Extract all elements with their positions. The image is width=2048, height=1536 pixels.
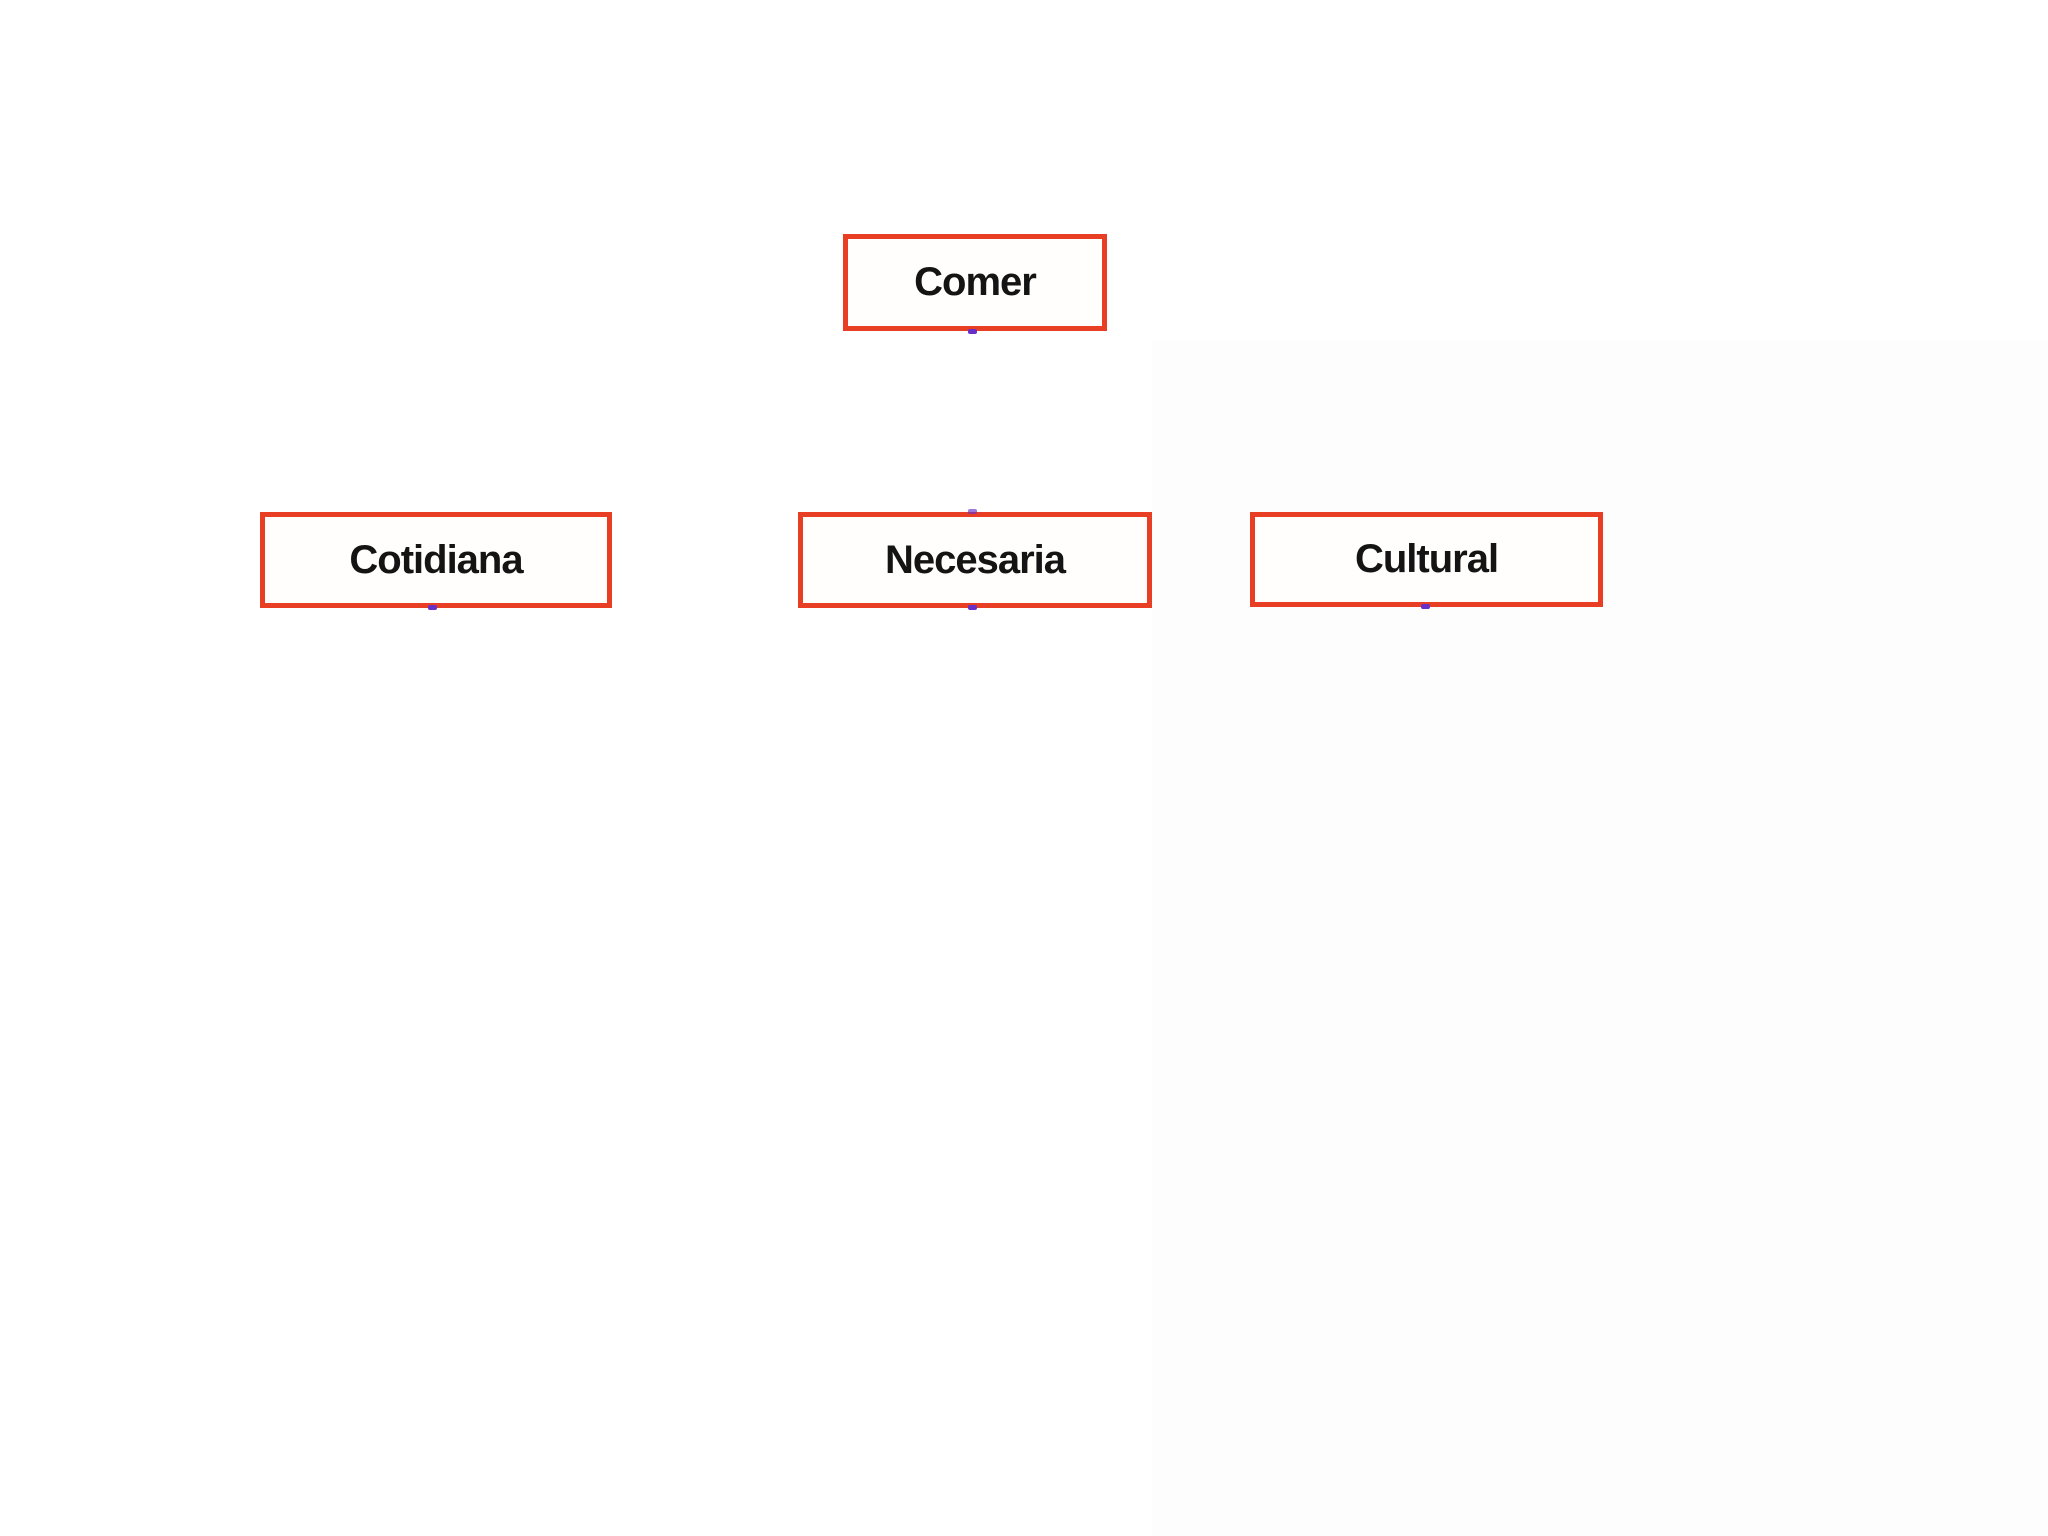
connector-anchor-necesaria-top[interactable] bbox=[968, 509, 977, 514]
connector-anchor-cotidiana-bottom[interactable] bbox=[428, 605, 437, 610]
diagram-node-cultural[interactable]: Cultural bbox=[1250, 512, 1603, 607]
node-necesaria-label: Necesaria bbox=[884, 537, 1066, 582]
node-comer-label: Comer bbox=[914, 260, 1037, 304]
diagram-node-cotidiana[interactable]: Cotidiana bbox=[260, 512, 612, 608]
connector-anchor-comer-bottom[interactable] bbox=[968, 329, 977, 334]
node-cotidiana-label: Cotidiana bbox=[349, 537, 523, 582]
diagram-node-comer[interactable]: Comer bbox=[843, 234, 1107, 331]
node-cultural-label: Cultural bbox=[1354, 537, 1499, 581]
connector-anchor-cultural-bottom[interactable] bbox=[1421, 604, 1430, 609]
diagram-node-necesaria[interactable]: Necesaria bbox=[798, 512, 1152, 608]
connector-anchor-necesaria-bottom[interactable] bbox=[968, 605, 977, 610]
